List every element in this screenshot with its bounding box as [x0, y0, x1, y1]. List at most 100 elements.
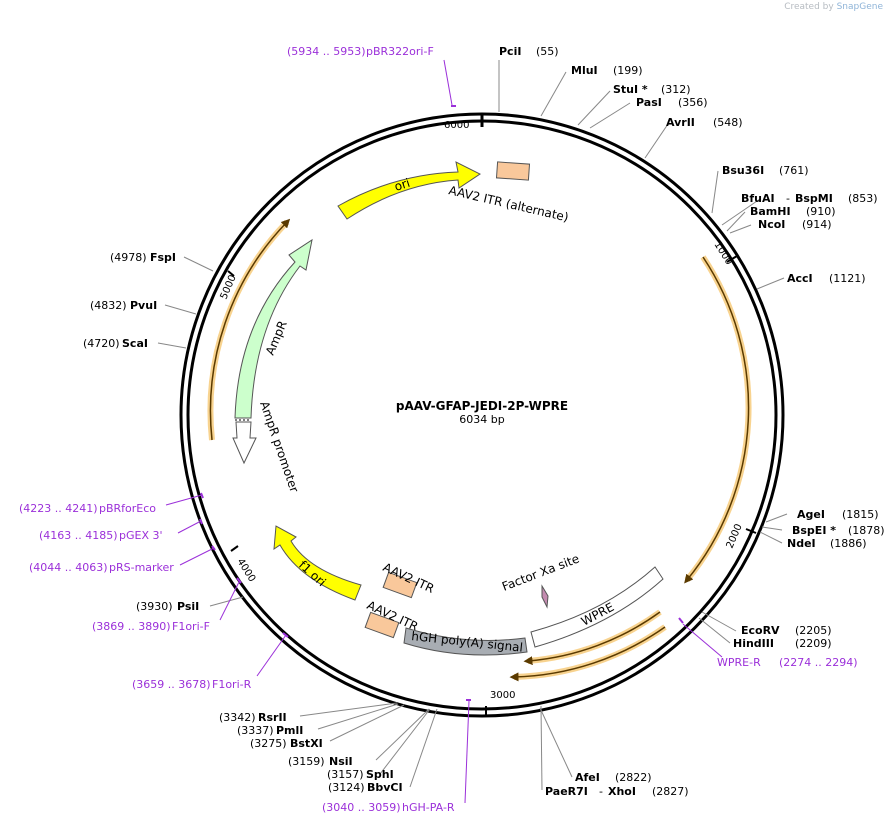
tick-4000: 4000 [230, 545, 257, 584]
svg-text:BfuAI: BfuAI [741, 192, 775, 205]
svg-text:AgeI: AgeI [797, 508, 825, 521]
svg-text:AvrII: AvrII [666, 116, 695, 129]
svg-text:PsiI: PsiI [177, 600, 199, 613]
svg-text:pBR322ori-F: pBR322ori-F [366, 45, 434, 58]
svg-text:(3159): (3159) [288, 755, 325, 768]
orf-arc-wpre-2 [509, 624, 667, 682]
svg-text:(4832): (4832) [90, 299, 127, 312]
svg-text:(2205): (2205) [795, 624, 832, 637]
enzyme-acci: AccI (1121) [787, 272, 866, 285]
feature-ampr[interactable]: AmpR [234, 238, 313, 421]
svg-text:6000: 6000 [444, 120, 469, 131]
primer-leaders [165, 59, 723, 804]
enzyme-stui: StuI *(312) [613, 83, 691, 96]
svg-text:PasI: PasI [636, 96, 662, 109]
feature-wpre[interactable]: WPRE [530, 566, 664, 648]
svg-text:BstXI: BstXI [290, 737, 323, 750]
feature-f1-ori[interactable]: f1 ori [273, 525, 362, 601]
svg-text:(1121): (1121) [829, 272, 866, 285]
svg-text:(3275): (3275) [250, 737, 287, 750]
primer-prs-marker: (4044 .. 4063)pRS-marker [29, 561, 174, 574]
svg-text:(761): (761) [779, 164, 809, 177]
enzyme-pmli: (3337)PmlI [237, 724, 303, 737]
svg-text:Bsu36I: Bsu36I [722, 164, 764, 177]
svg-text:(853): (853) [848, 192, 878, 205]
enzyme-scai: (4720)ScaI [83, 337, 148, 350]
enzyme-hindiii: HindIII(2209) [733, 637, 832, 650]
svg-text:F1ori-F: F1ori-F [172, 620, 210, 633]
enzyme-afei: AfeI(2822) [575, 771, 652, 784]
primer-f1ori-f: (3869 .. 3890)F1ori-F [92, 620, 210, 633]
svg-text:RsrII: RsrII [258, 711, 287, 724]
svg-text:pGEX 3': pGEX 3' [119, 529, 163, 542]
enzyme-leaders [157, 60, 788, 791]
svg-text:EcoRV: EcoRV [741, 624, 780, 637]
enzyme-bbvci: (3124)BbvCI [328, 781, 403, 794]
svg-text:NcoI: NcoI [758, 218, 785, 231]
svg-text:PvuI: PvuI [130, 299, 157, 312]
enzyme-paer7i-xhoi: PaeR7I-XhoI(2827) [545, 785, 689, 798]
svg-text:(914): (914) [802, 218, 832, 231]
primer-pbr322ori-f: (5934 .. 5953)pBR322ori-F [287, 45, 434, 58]
enzyme-pcii: PciI(55) [499, 45, 559, 58]
enzyme-rsrii: (3342)RsrII [219, 711, 287, 724]
primer-wpre-r: WPRE-R (2274 .. 2294) [717, 656, 858, 669]
svg-text:(1815): (1815) [842, 508, 879, 521]
svg-text:PciI: PciI [499, 45, 521, 58]
svg-text:(3930): (3930) [136, 600, 173, 613]
svg-text:SphI: SphI [366, 768, 394, 781]
brand-watermark: Created by SnapGene [784, 2, 883, 12]
enzyme-sphi: (3157)SphI [327, 768, 394, 781]
enzyme-bamhi: BamHI (910) [750, 205, 836, 218]
enzyme-fspi: (4978)FspI [110, 251, 176, 264]
enzyme-nsii: (3159)NsiI [288, 755, 353, 768]
feature-ori[interactable]: ori [337, 161, 481, 220]
svg-text:(2822): (2822) [615, 771, 652, 784]
svg-text:pRS-marker: pRS-marker [109, 561, 174, 574]
svg-text:BspEI *: BspEI * [792, 524, 836, 537]
feature-factor-xa-site[interactable]: Factor Xa site [500, 551, 581, 609]
svg-text:WPRE-R: WPRE-R [717, 656, 761, 669]
svg-text:(548): (548) [713, 116, 743, 129]
svg-text:(910): (910) [806, 205, 836, 218]
svg-text:(3342): (3342) [219, 711, 256, 724]
enzyme-bsu36i: Bsu36I (761) [722, 164, 809, 177]
enzyme-psii: (3930) PsiI [136, 600, 199, 613]
enzyme-avrii: AvrII (548) [666, 116, 743, 129]
primer-f1ori-r: (3659 .. 3678)F1ori-R [132, 678, 252, 691]
svg-text:XhoI: XhoI [608, 785, 636, 798]
svg-text:(5934 .. 5953): (5934 .. 5953) [287, 45, 366, 58]
enzyme-bspei: BspEI * (1878) [792, 524, 885, 537]
svg-text:(2274 .. 2294): (2274 .. 2294) [779, 656, 858, 669]
svg-text:ori: ori [393, 176, 412, 194]
svg-text:(3157): (3157) [327, 768, 364, 781]
svg-text:BbvCI: BbvCI [367, 781, 403, 794]
svg-text:PmlI: PmlI [276, 724, 303, 737]
snapgene-logo: SnapGene [836, 2, 883, 12]
svg-text:Factor Xa site: Factor Xa site [500, 551, 581, 593]
svg-text:(2827): (2827) [652, 785, 689, 798]
svg-text:(3040 .. 3059): (3040 .. 3059) [322, 801, 401, 814]
enzyme-bstxi: (3275)BstXI [250, 737, 323, 750]
svg-text:WPRE: WPRE [579, 600, 617, 629]
svg-text:BamHI: BamHI [750, 205, 791, 218]
feature-hgh-polya-signal[interactable]: hGH poly(A) signal [403, 627, 528, 656]
svg-text:(3659 .. 3678): (3659 .. 3678) [132, 678, 211, 691]
svg-text:(312): (312) [661, 83, 691, 96]
svg-text:-: - [599, 785, 603, 798]
svg-text:-: - [786, 192, 790, 205]
tick-6000: 6000 [444, 115, 484, 131]
svg-text:(1878): (1878) [848, 524, 885, 537]
svg-text:(199): (199) [613, 64, 643, 77]
svg-text:AccI: AccI [787, 272, 813, 285]
feature-aav2-itr-1[interactable]: AAV2 ITR [381, 560, 437, 599]
orf-arc-wpre-1 [523, 609, 662, 666]
svg-text:(4163 .. 4185): (4163 .. 4185) [39, 529, 118, 542]
enzyme-ecorv: EcoRV (2205) [741, 624, 832, 637]
svg-text:(1886): (1886) [830, 537, 867, 550]
svg-text:(4044 .. 4063): (4044 .. 4063) [29, 561, 108, 574]
svg-text:AmpR promoter: AmpR promoter [257, 399, 301, 494]
enzyme-ncoi: NcoI (914) [758, 218, 832, 231]
primer-pgex3: (4163 .. 4185)pGEX 3' [39, 529, 163, 542]
